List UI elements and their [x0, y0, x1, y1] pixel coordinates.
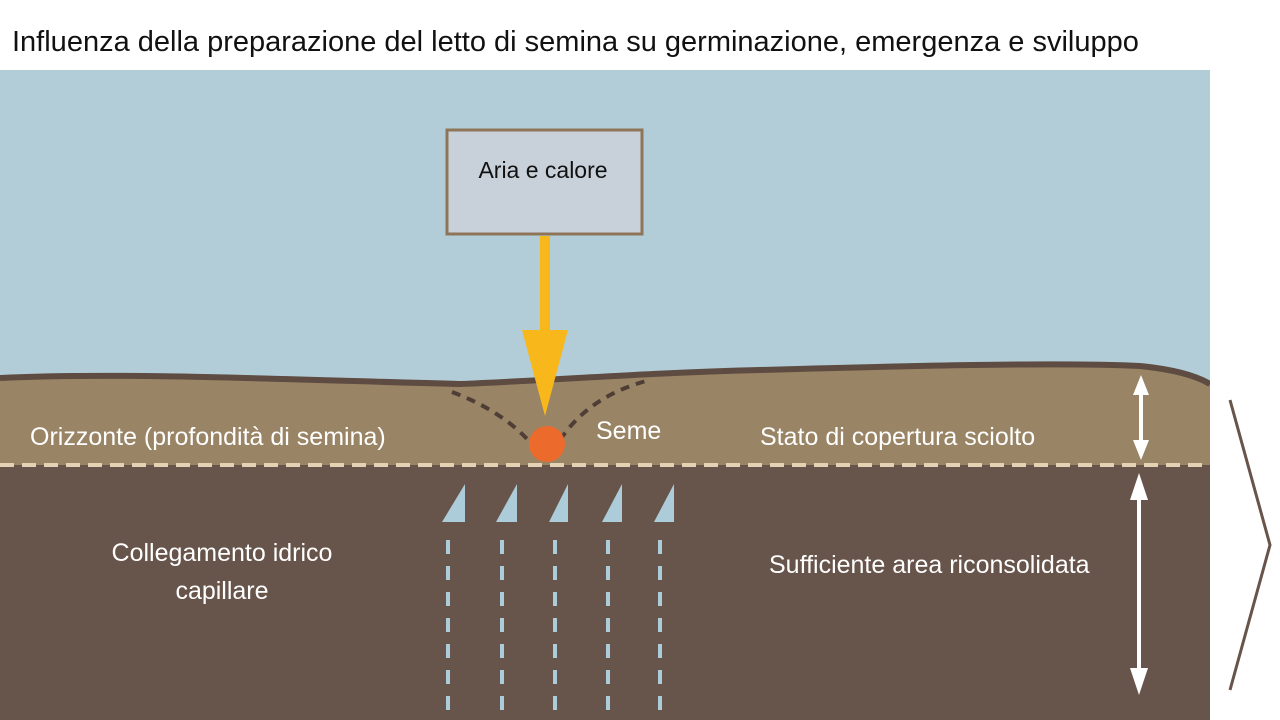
- topsoil-layer: [0, 364, 1210, 466]
- horizon-label: Orizzonte (profondità di semina): [30, 423, 386, 451]
- reconsolidated-depth-arrow: [1130, 473, 1148, 695]
- loose-cover-depth-arrow: [1133, 375, 1149, 460]
- air-heat-arrow: [522, 236, 568, 416]
- air-heat-label: Aria e calore: [478, 157, 607, 183]
- capillary-label-line1: Collegamento idrico: [112, 539, 333, 567]
- diagram-title: Influenza della preparazione del letto d…: [12, 26, 1139, 58]
- seed-furrow-right: [558, 378, 651, 442]
- air-heat-box: Aria e calore: [445, 128, 644, 236]
- seed-label: Seme: [596, 417, 661, 445]
- chevron-right-icon: [1228, 399, 1272, 691]
- water-arrow: [549, 484, 568, 720]
- seed-icon: [529, 426, 565, 462]
- reconsolidated-label: Sufficiente area riconsolidata: [769, 551, 1090, 579]
- water-arrow: [654, 484, 674, 720]
- subsoil-layer: [0, 465, 1210, 720]
- loose-cover-label: Stato di copertura sciolto: [760, 423, 1035, 451]
- capillary-label-line2: capillare: [175, 577, 268, 605]
- water-arrow: [496, 484, 517, 720]
- seed-furrow-left: [451, 390, 530, 442]
- capillary-water-arrows: [442, 484, 674, 720]
- water-arrow: [602, 484, 622, 720]
- water-arrow: [442, 484, 465, 720]
- soil-surface-line: [0, 361, 1210, 388]
